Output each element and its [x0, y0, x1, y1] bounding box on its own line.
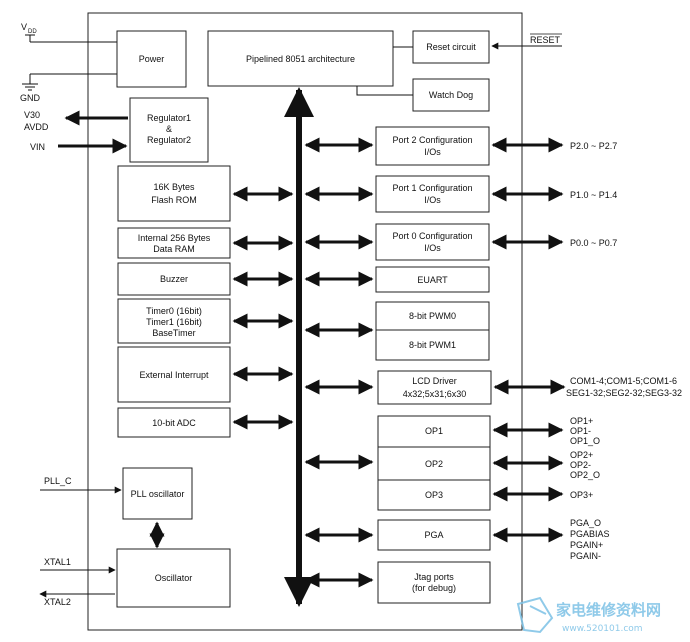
euart-label: EUART: [417, 275, 448, 285]
port0-line-2: I/Os: [424, 243, 441, 253]
port2-block: [375, 126, 490, 166]
p2-output-label: P2.0 ~ P2.7: [570, 141, 617, 151]
core-to-watchdog-line: [356, 86, 413, 96]
avdd-label: AVDD: [24, 122, 49, 132]
pwm1-block: [375, 329, 490, 361]
port0-line-1: Port 0 Configuration: [392, 231, 472, 241]
port2-line-1: Port 2 Configuration: [392, 135, 472, 145]
timer-line-1: Timer0 (16bit): [146, 306, 202, 316]
op1-label: OP1: [425, 426, 443, 436]
adc-label: 10-bit ADC: [152, 418, 196, 428]
op2-output-line-3: OP2_O: [570, 470, 600, 480]
timer-block: [117, 298, 231, 344]
pll-oscillator-block: [122, 467, 193, 520]
gnd-pin: GND: [20, 73, 117, 103]
buzzer-block: [117, 262, 231, 296]
power-label: Power: [139, 54, 165, 64]
ram-line-2: Data RAM: [153, 244, 195, 254]
reset-circuit-block: [412, 30, 490, 64]
watermark-logo-icon: [516, 596, 554, 634]
pwm0-label: 8-bit PWM0: [409, 311, 456, 321]
vdd-pin: V DD: [21, 22, 117, 43]
op1-block: [377, 415, 491, 448]
lcd-line-2: 4x32;5x31;6x30: [403, 389, 467, 399]
watchdog-block: [412, 78, 490, 112]
pga-output-line-3: PGAIN+: [570, 540, 603, 550]
op3-block: [377, 479, 491, 511]
watermark-url-text: www.520101.com: [562, 624, 643, 634]
ram-line-1: Internal 256 Bytes: [138, 233, 211, 243]
jtag-line-2: (for debug): [412, 583, 456, 593]
pwm1-label: 8-bit PWM1: [409, 340, 456, 350]
pll-label: PLL oscillator: [131, 489, 185, 499]
lcd-output-line-2: SEG1-32;SEG2-32;SEG3-32: [566, 388, 682, 398]
oscillator-block: [116, 548, 231, 608]
p1-output-label: P1.0 ~ P1.4: [570, 190, 617, 200]
vdd-subscript: DD: [28, 29, 37, 35]
pga-output-line-2: PGABIAS: [570, 529, 610, 539]
regulator-block: [129, 97, 209, 163]
timer-line-3: BaseTimer: [152, 328, 195, 338]
watermark: 家电维修资料网 www.520101.com: [516, 596, 661, 634]
gnd-label: GND: [20, 93, 41, 103]
watchdog-label: Watch Dog: [429, 90, 473, 100]
lcd-line-1: LCD Driver: [412, 376, 457, 386]
flash-line-1: 16K Bytes: [153, 182, 195, 192]
op3-label: OP3: [425, 490, 443, 500]
lcd-output-line-1: COM1-4;COM1-5;COM1-6: [570, 376, 677, 386]
op1-output-line-2: OP1-: [570, 426, 591, 436]
flash-line-2: Flash ROM: [151, 195, 197, 205]
external-interrupt-block: [117, 346, 231, 403]
watermark-cn-text: 家电维修资料网: [556, 601, 661, 619]
timer-line-2: Timer1 (16bit): [146, 317, 202, 327]
vdd-label: V: [21, 22, 27, 32]
adc-block: [117, 407, 231, 438]
op2-output-line-1: OP2+: [570, 450, 593, 460]
port1-line-2: I/Os: [424, 195, 441, 205]
op3-output-label: OP3+: [570, 490, 593, 500]
data-ram-block: [117, 227, 231, 259]
reset-circuit-label: Reset circuit: [426, 42, 476, 52]
op2-output-line-2: OP2-: [570, 460, 591, 470]
osc-label: Oscillator: [155, 573, 193, 583]
xtal1-label: XTAL1: [44, 557, 71, 567]
pipelined-label: Pipelined 8051 architecture: [246, 54, 355, 64]
lcd-driver-block: [377, 370, 492, 405]
pipelined-8051-block: [207, 30, 394, 87]
port0-block: [375, 223, 490, 261]
vin-label: VIN: [30, 142, 45, 152]
port1-line-1: Port 1 Configuration: [392, 183, 472, 193]
xtal2-label: XTAL2: [44, 597, 71, 607]
regulator-line-3: Regulator2: [147, 135, 191, 145]
pga-label: PGA: [424, 530, 443, 540]
euart-block: [375, 266, 490, 293]
jtag-block: [377, 561, 491, 604]
port1-block: [375, 175, 490, 213]
chip-boundary: [87, 12, 523, 631]
regulator-line-2: &: [166, 124, 172, 134]
buzzer-label: Buzzer: [160, 274, 188, 284]
v30-label: V30: [24, 110, 40, 120]
pll-c-label: PLL_C: [44, 476, 72, 486]
op1-output-line-3: OP1_O: [570, 436, 600, 446]
pga-block: [377, 519, 491, 551]
op2-block: [377, 446, 491, 481]
power-block: [116, 30, 187, 88]
pga-output-line-1: PGA_O: [570, 518, 601, 528]
reset-label: RESET: [530, 35, 561, 45]
pga-output-line-4: PGAIN-: [570, 551, 601, 561]
port2-line-2: I/Os: [424, 147, 441, 157]
op1-output-line-1: OP1+: [570, 416, 593, 426]
flash-rom-block: [117, 165, 231, 222]
jtag-line-1: Jtag ports: [414, 572, 454, 582]
ext-int-label: External Interrupt: [139, 370, 209, 380]
p0-output-label: P0.0 ~ P0.7: [570, 238, 617, 248]
regulator-line-1: Regulator1: [147, 113, 191, 123]
op2-label: OP2: [425, 459, 443, 469]
